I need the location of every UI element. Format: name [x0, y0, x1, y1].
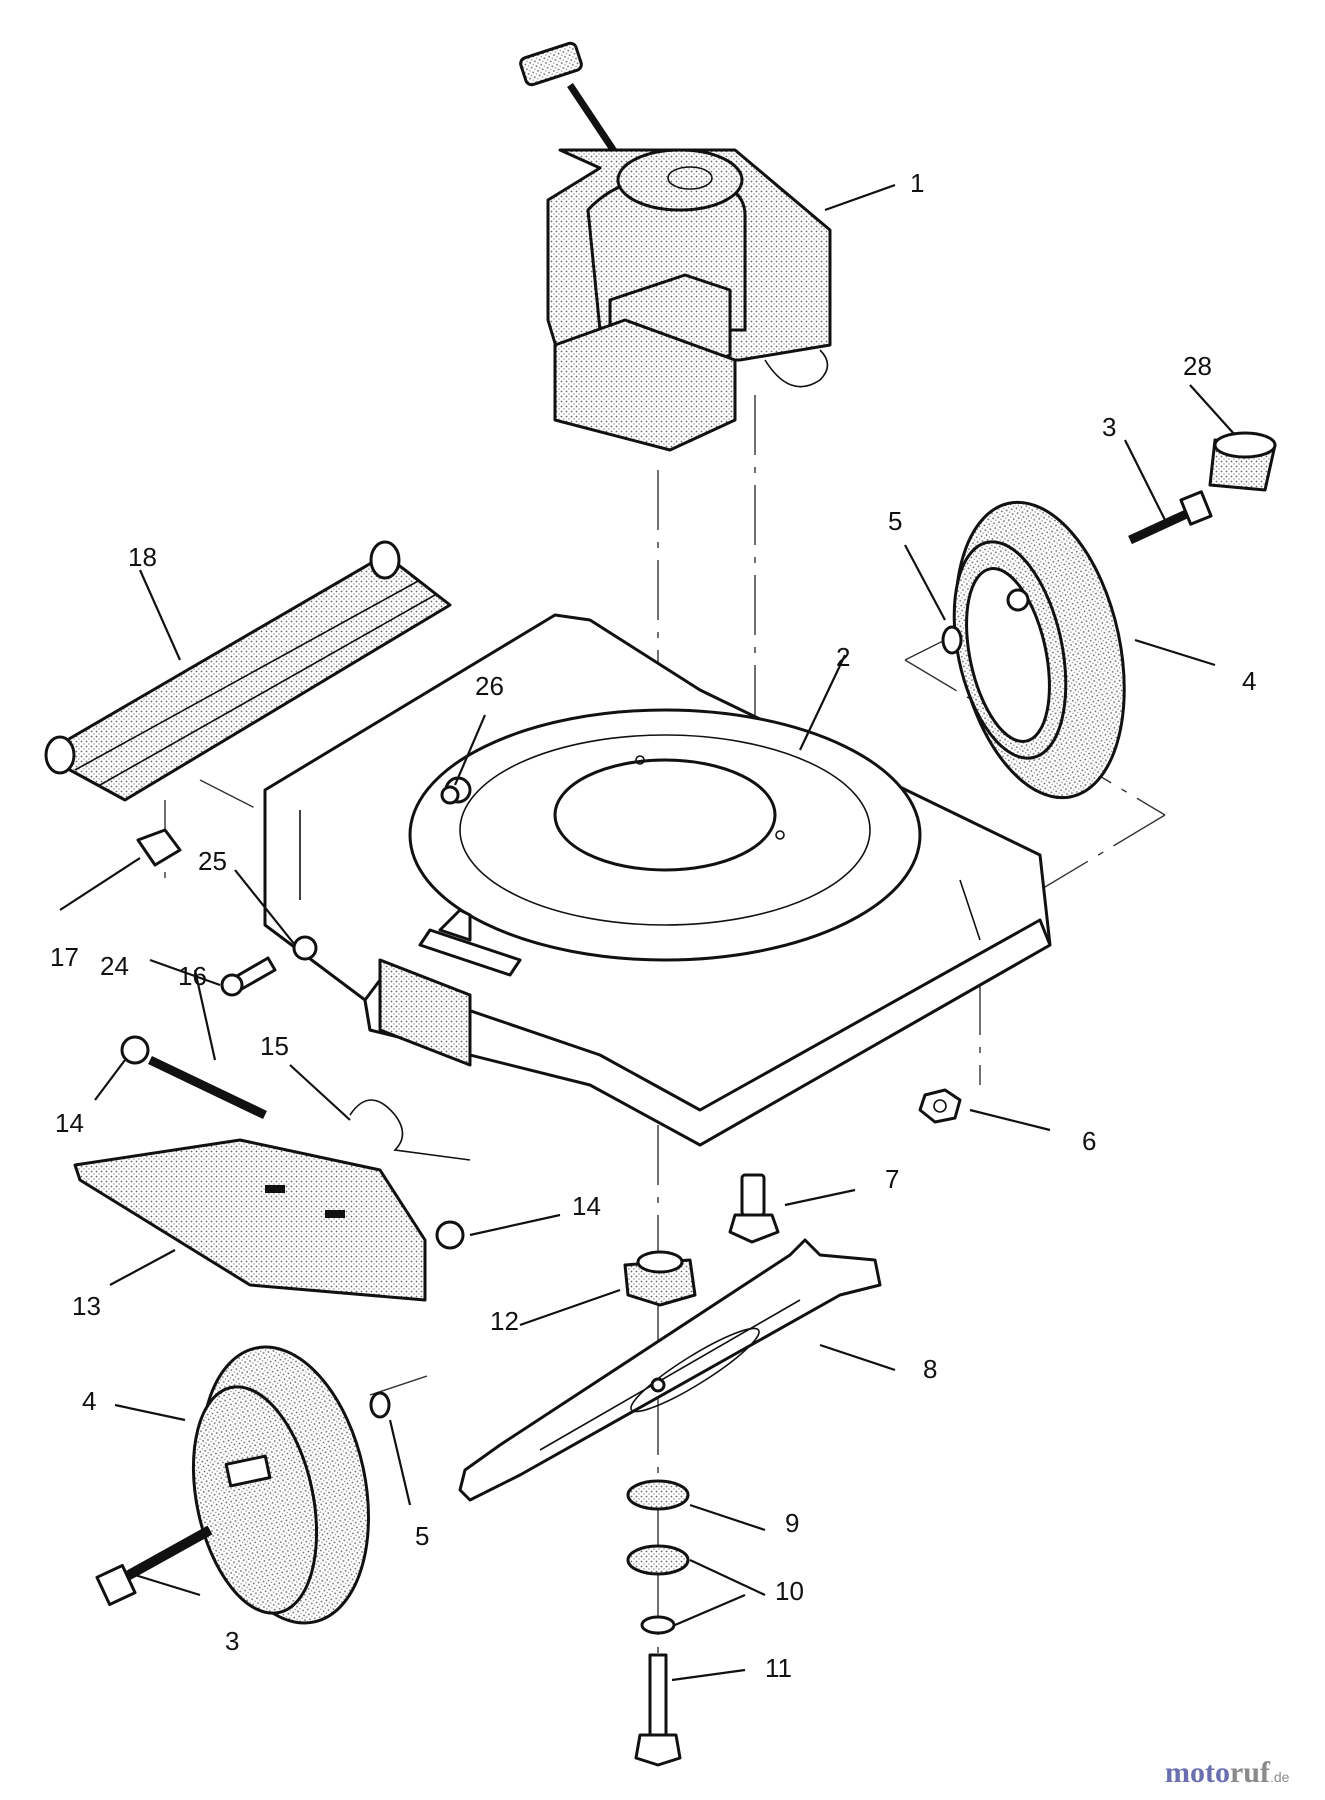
svg-text:motoruf.de: motoruf.de [1165, 1756, 1290, 1789]
callout-5-lower: 5 [415, 1521, 429, 1551]
callout-26: 26 [475, 671, 504, 701]
rod-part-16 [148, 1055, 267, 1120]
wheel-upper-part-4 [952, 500, 1126, 800]
clip-part-17 [136, 828, 182, 867]
callout-28: 28 [1183, 351, 1212, 381]
callout-10: 10 [775, 1576, 804, 1606]
callout-13: 13 [72, 1291, 101, 1321]
callout-3-lower: 3 [225, 1626, 239, 1656]
washer-part-10 [640, 1615, 676, 1635]
bushing-part-28 [1208, 431, 1277, 492]
callout-9: 9 [785, 1508, 799, 1538]
callout-17: 17 [50, 942, 79, 972]
rear-rail-part-18 [44, 540, 452, 802]
washer-part-9b [626, 1544, 690, 1576]
callout-18: 18 [128, 542, 157, 572]
callout-6: 6 [1082, 1126, 1096, 1156]
engine-part-1 [519, 41, 832, 452]
spring-part-15 [349, 1099, 471, 1161]
bushing-part-14b [435, 1220, 465, 1250]
callout-8: 8 [923, 1354, 937, 1384]
callout-4-lower: 4 [82, 1386, 96, 1416]
watermark-part-b: ruf [1230, 1756, 1271, 1789]
wheel-lower-part-4 [191, 1345, 370, 1625]
watermark-suffix: .de [1270, 1769, 1290, 1785]
washer-upper-part-5 [941, 625, 963, 655]
callout-labels: 1 2 3 3 4 4 5 5 6 7 8 9 10 11 12 13 14 1… [50, 168, 1256, 1683]
deflector-part-13 [73, 1138, 427, 1302]
callout-15: 15 [260, 1031, 289, 1061]
blade-part-8 [458, 1238, 882, 1502]
callout-14-right: 14 [572, 1191, 601, 1221]
axle-bolt-lower-part-3 [95, 1525, 213, 1607]
callout-2: 2 [836, 642, 850, 672]
callout-11: 11 [765, 1653, 792, 1683]
callout-3-upper: 3 [1102, 412, 1116, 442]
washer-part-25 [292, 935, 318, 961]
washer-part-9a [626, 1479, 690, 1511]
deflector-group [73, 1035, 471, 1302]
small-hardware [136, 785, 460, 997]
deck-part-2 [263, 613, 1052, 1147]
callout-25: 25 [198, 846, 227, 876]
watermark-part-a: moto [1165, 1756, 1230, 1789]
adapter-part-12 [623, 1250, 697, 1307]
blade-stack [626, 1479, 690, 1767]
watermark-logo: motoruf.de [1165, 1756, 1290, 1789]
callout-24: 24 [100, 951, 129, 981]
bolt-part-11 [648, 1653, 668, 1737]
callout-4-upper: 4 [1242, 666, 1256, 696]
callout-5-upper: 5 [888, 506, 902, 536]
callout-7: 7 [885, 1164, 899, 1194]
axle-bolt-upper-part-3 [1128, 490, 1213, 545]
callout-14-left: 14 [55, 1108, 84, 1138]
bolt-part-7 [728, 1173, 780, 1244]
callout-16: 16 [178, 961, 207, 991]
nut-part-26 [440, 785, 460, 805]
bushing-part-14a [120, 1035, 150, 1065]
nut-part-6 [918, 1088, 962, 1124]
washer-lower-part-5 [369, 1391, 391, 1419]
callout-12: 12 [490, 1306, 519, 1336]
callout-1: 1 [910, 168, 924, 198]
leader-lines [59, 183, 1236, 1682]
